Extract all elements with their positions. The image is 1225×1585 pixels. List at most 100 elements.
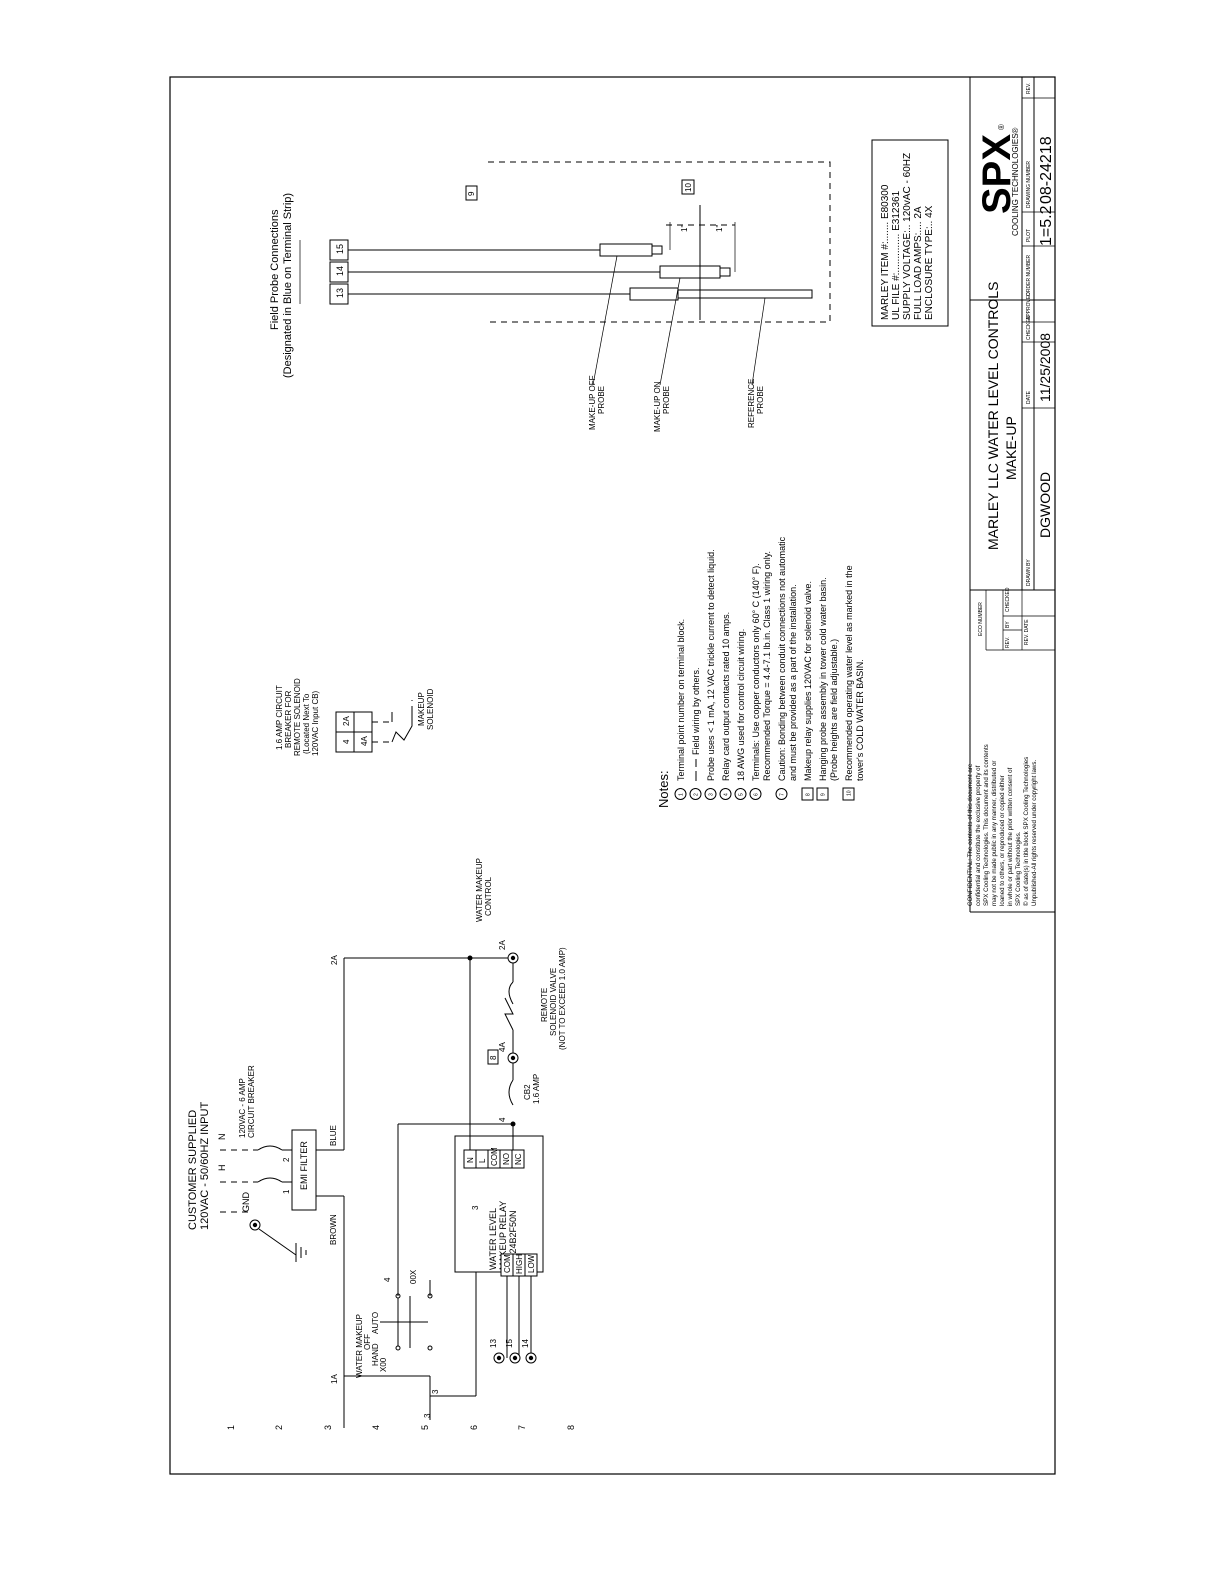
note-10-ref: 10: [684, 183, 693, 192]
hand-off-auto-selector: WATER MAKEUP OFF HAND AUTO X00 00X 1A 3 …: [330, 1123, 513, 1420]
note-text: Recommended operating water level as mar…: [844, 565, 854, 781]
field-probe-subtitle: (Designated in Blue on Terminal Strip): [282, 193, 294, 378]
note-number: 1: [679, 793, 685, 796]
breaker-terminal: 2: [282, 1157, 291, 1162]
relay-term-no: NO: [502, 1153, 511, 1165]
reference-probe-rod: [677, 289, 813, 299]
relay-term-l: L: [478, 1158, 487, 1163]
note-text: Caution: Bonding between conduit connect…: [777, 536, 787, 781]
probe-term-15: 15: [505, 1339, 514, 1348]
rev-date-label: REV. DATE: [1024, 619, 1030, 645]
note-text: Field wiring by others.: [691, 667, 701, 755]
note-10-box: [681, 179, 695, 195]
note-number: 6: [754, 793, 760, 796]
drawing-date: 11/25/2008: [1037, 333, 1053, 402]
rung-number: 8: [566, 1425, 576, 1430]
relay-wire-3: 3: [471, 1205, 480, 1210]
rung-number: 5: [420, 1425, 430, 1430]
gnd-label: GND: [241, 1192, 251, 1213]
field-probe-title: Field Probe Connections: [269, 209, 281, 330]
makeup-solenoid-label-2: SOLENOID: [426, 688, 435, 730]
note-text: Relay card output contacts rated 10 amps…: [721, 612, 731, 781]
output-wire-4: 4: [498, 1117, 507, 1122]
rev-label: REV.: [1005, 637, 1011, 648]
remote-cb-label-2: BREAKER FOR: [284, 690, 293, 748]
power-input: CUSTOMER SUPPLIED 120VAC - 50/60HZ INPUT…: [187, 955, 513, 1428]
x00-label: X00: [379, 1357, 388, 1372]
dim-2: 1": [715, 225, 724, 232]
makeup-off-label-2: PROBE: [597, 386, 606, 414]
relay-term-high: HIGH: [515, 1254, 524, 1274]
note-marker-icon: [689, 788, 702, 800]
cb2-label: CB2: [523, 1084, 532, 1100]
rung-number: 3: [323, 1425, 333, 1430]
approved-header: APPROVED: [1026, 292, 1032, 320]
selector-hand-label: HAND: [371, 1343, 380, 1366]
note-number: 5: [739, 793, 745, 796]
selector-title: WATER MAKEUP: [355, 1314, 364, 1378]
wire-3-label: 3: [431, 1389, 440, 1394]
note-text: Recommended Torque = 4.4-7.1 lb.in. Clas…: [762, 551, 772, 781]
confidential-line: loaned to others, or reproduced or copie…: [999, 775, 1006, 906]
by-label: BY: [1005, 621, 1011, 628]
plot-value: 1=5.2: [1038, 205, 1055, 246]
plot-label: PLOT: [1026, 229, 1032, 242]
confidential-line: © as of date(s) in title block SPX Cooli…: [1023, 757, 1030, 906]
drawing-number: 08-24218: [1038, 136, 1055, 204]
note-8-ref: 8: [489, 1055, 498, 1060]
remote-term-4: 4: [342, 739, 351, 744]
marley-info-line: FULL LOAD AMPS:.... 2A: [913, 206, 924, 320]
rung-number: 7: [517, 1425, 527, 1430]
probe-term-14: 14: [521, 1339, 530, 1348]
note-marker-icon: [842, 787, 855, 801]
makeup-solenoid-icon: [391, 712, 413, 743]
note-marker-icon: [801, 787, 814, 801]
remote-cb-label: 1.6 AMP CIRCUIT: [275, 685, 284, 750]
marley-info-line: SUPPLY VOLTAGE:.. 120vAC - 60HZ: [902, 153, 913, 320]
relay-term-nc: NC: [514, 1153, 523, 1165]
confidential-notice: CONFIDENTIAL: The contents of this docum…: [967, 744, 1038, 906]
power-input-title: CUSTOMER SUPPLIED: [187, 1110, 199, 1230]
field-term-13: 13: [335, 288, 345, 298]
cooling-technologies-label: COOLING TECHNOLOGIES®: [1011, 127, 1020, 236]
remote-term-4a: 4A: [360, 736, 369, 746]
date-label: DATE: [1026, 390, 1032, 404]
breaker-contact-icon: [257, 1145, 283, 1151]
marley-info-line: ENCLOSURE TYPE:.. 4X: [924, 205, 935, 320]
wire-3-label: 3: [423, 1413, 432, 1418]
checked-label: CHECKED: [1005, 587, 1011, 612]
note-number: 8: [806, 793, 812, 796]
makeup-on-probe: [659, 265, 721, 279]
note-9-box: [465, 185, 478, 201]
note-text: Makeup relay supplies 120VAC for solenoi…: [803, 581, 813, 781]
reference-probe: [629, 287, 679, 301]
breaker-rating: 120VAC - 6 AMP: [238, 1078, 247, 1138]
terminal-4a-label: 4A: [498, 1042, 507, 1052]
emi-filter-label: EMI FILTER: [299, 1141, 309, 1190]
relay-term-low: LOW: [527, 1254, 536, 1273]
drawn-by-label: DRAWN BY: [1026, 559, 1032, 586]
order-number-label: ORDER NUMBER: [1026, 254, 1032, 296]
rev-header: REV.: [1026, 83, 1032, 94]
breaker-terminal: 1: [282, 1189, 291, 1194]
confidential-line: SPX Cooling Technologies. This document …: [983, 744, 990, 906]
remote-cb-label-5: 120VAC Input CB): [311, 690, 320, 756]
makeup-off-label: MAKE-UP OFF: [588, 375, 597, 430]
note-marker-icon: [816, 787, 829, 801]
eco-number-label: ECO NUMBER: [978, 602, 984, 636]
makeup-on-label: MAKE-UP ON: [653, 381, 662, 432]
notes-title: Notes:: [656, 770, 671, 808]
dim-1: 1": [680, 225, 689, 232]
note-marker-icon: [734, 788, 747, 800]
selector-off-label: OFF: [363, 1334, 372, 1350]
drawing-title: MARLEY LLC WATER LEVEL CONTROLS: [985, 282, 1001, 550]
note-item: 8 Makeup relay supplies 120VAC for soleno…: [801, 581, 814, 801]
confidential-line: in whole or part without the prior writt…: [1007, 767, 1014, 906]
valve-label-2: SOLENOID VALVE: [549, 968, 558, 1036]
note-marker-icon: [749, 788, 762, 800]
